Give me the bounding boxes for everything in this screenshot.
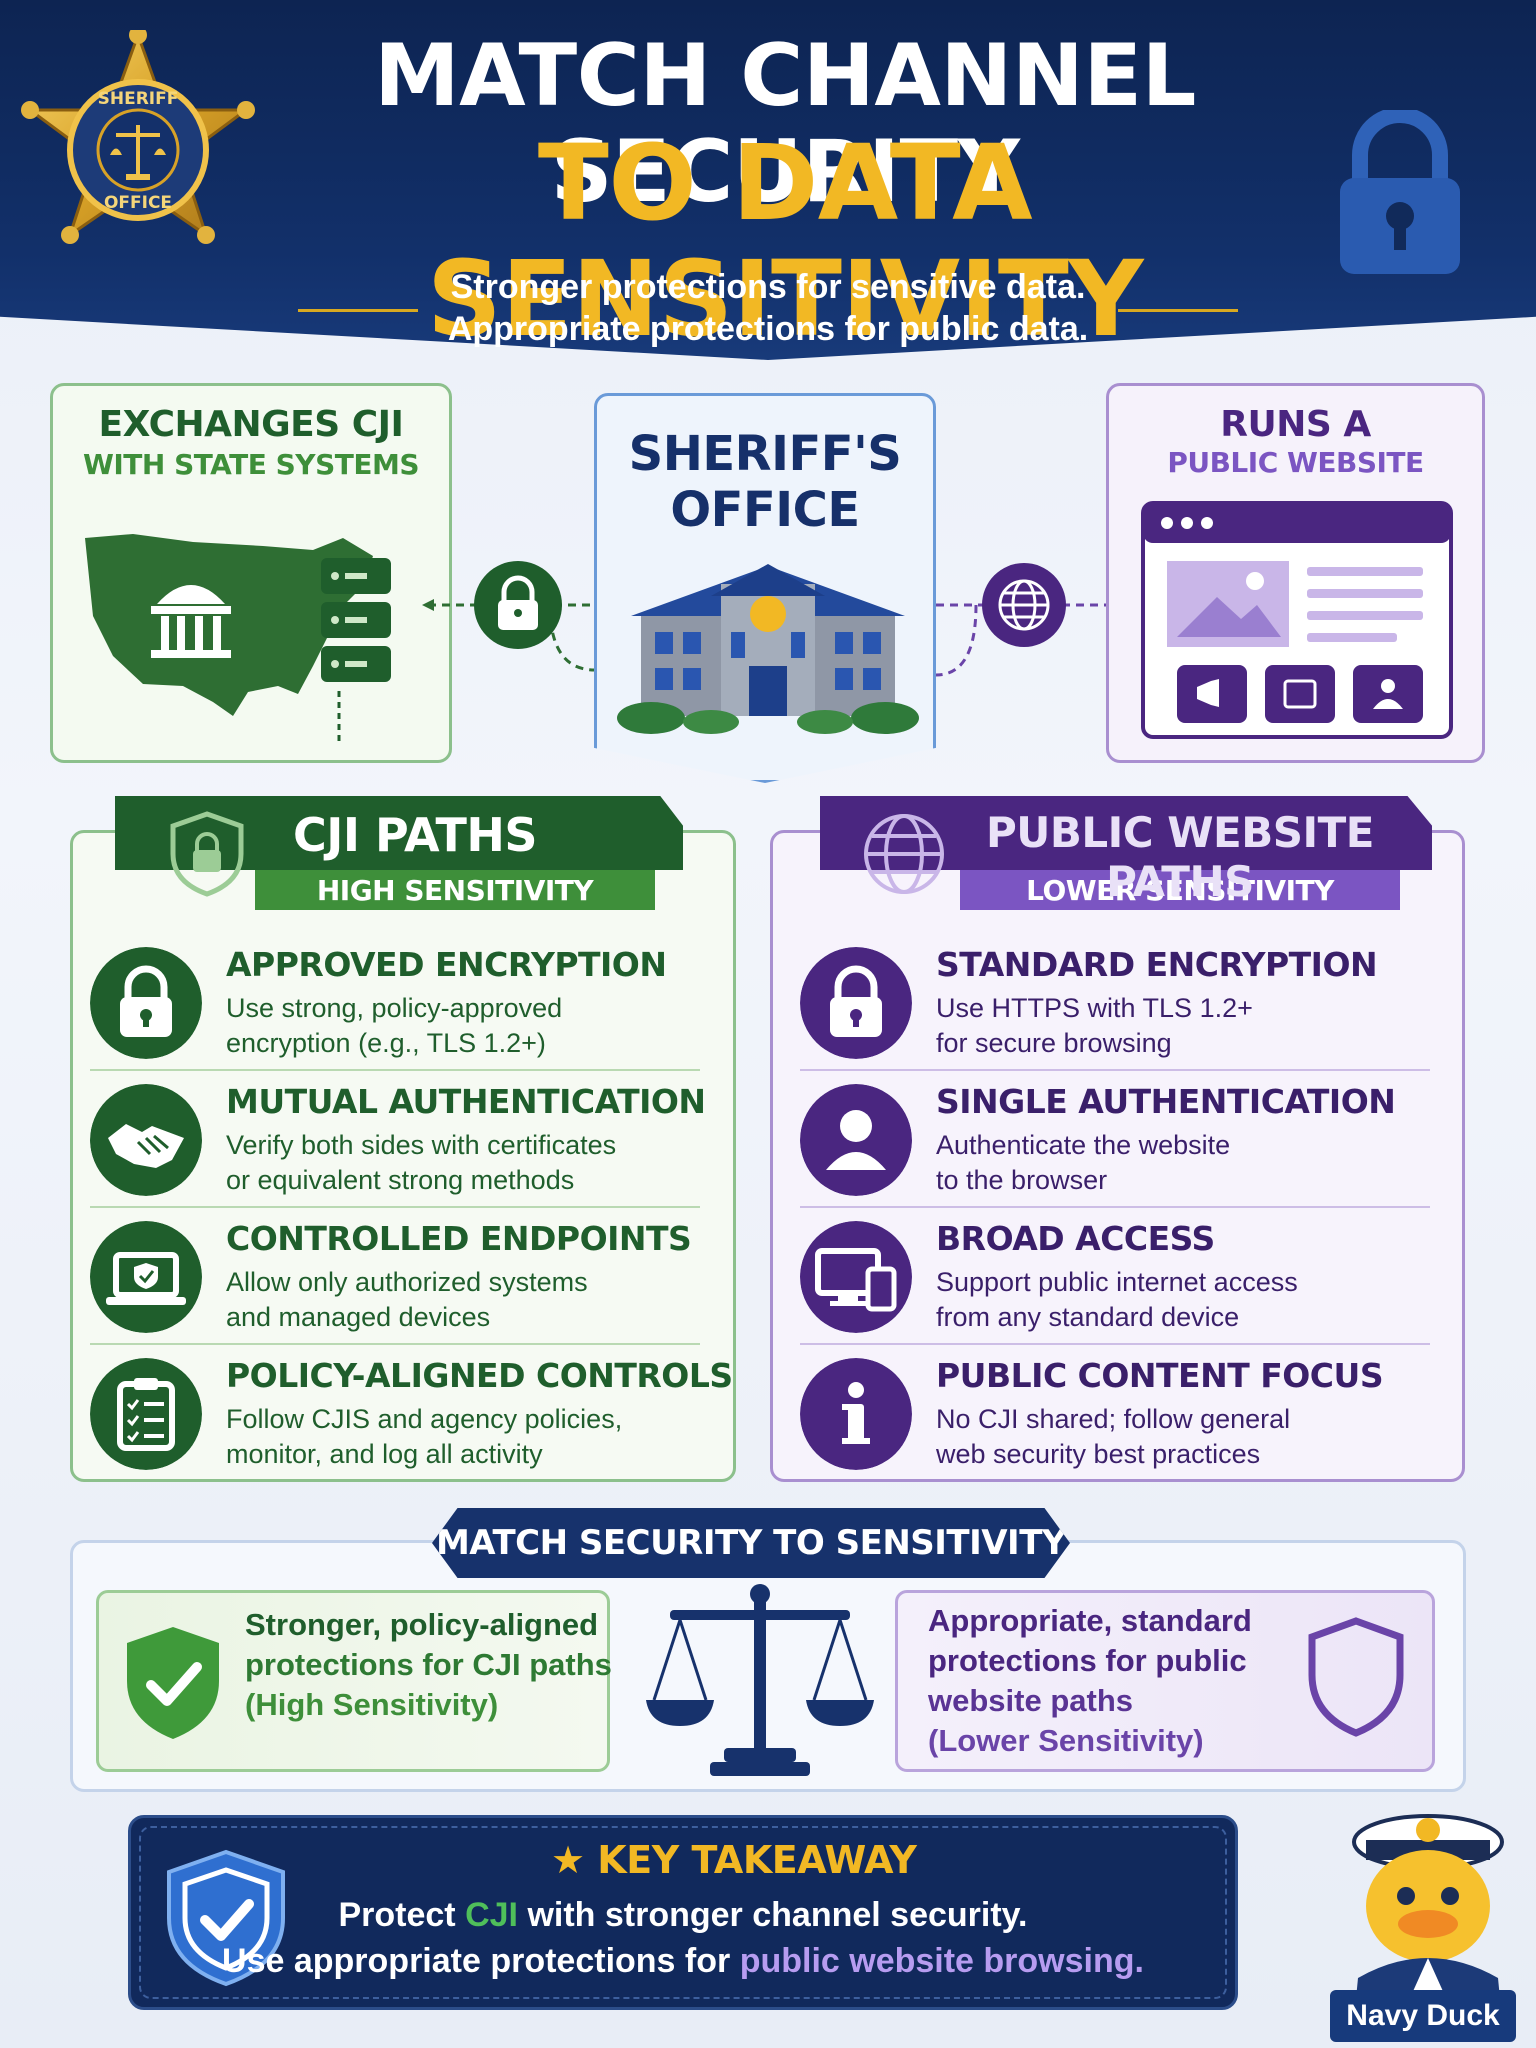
takeaway-title: ★ KEY TAKEAWAY	[551, 1838, 917, 1882]
lock-icon	[800, 947, 912, 1059]
path-item: STANDARD ENCRYPTION Use HTTPS with TLS 1.…	[800, 937, 1440, 1067]
cji-panel-title: CJI PATHS	[292, 808, 538, 862]
shield-check-icon	[167, 1849, 285, 1987]
path-item-title: BROAD ACCESS	[936, 1219, 1215, 1258]
star-icon: ★	[551, 1838, 598, 1882]
divider	[1118, 309, 1238, 312]
summary-line: (High Sensitivity)	[245, 1687, 499, 1722]
path-item-title: SINGLE AUTHENTICATION	[936, 1082, 1396, 1121]
shield-lock-icon	[170, 811, 244, 897]
card-title: RUNS A	[1220, 404, 1371, 445]
public-panel-header: LOWER SENSITIVITY PUBLIC WEBSITE PATHS	[820, 796, 1432, 914]
divider	[90, 1343, 700, 1345]
card-title: EXCHANGES CJI	[98, 404, 404, 445]
devices-icon	[800, 1221, 912, 1333]
path-item: CONTROLLED ENDPOINTS Allow only authorize…	[90, 1211, 710, 1341]
path-item-title: CONTROLLED ENDPOINTS	[226, 1219, 692, 1258]
divider	[800, 1069, 1430, 1071]
summary-line: website paths	[928, 1683, 1133, 1718]
page-title-line2: TO DATA SENSITIVITY	[426, 122, 1144, 360]
path-item: SINGLE AUTHENTICATION Authenticate the we…	[800, 1074, 1440, 1204]
key-takeaway-box: ★ KEY TAKEAWAY Protect CJI with stronger…	[128, 1815, 1238, 2010]
public-website-card: RUNS A PUBLIC WEBSITE	[1106, 383, 1485, 763]
path-item-title: STANDARD ENCRYPTION	[936, 945, 1378, 984]
divider	[800, 1343, 1430, 1345]
info-icon	[800, 1358, 912, 1470]
cji-protection-summary: Stronger, policy-aligned protections for…	[96, 1590, 612, 1772]
divider	[90, 1206, 700, 1208]
sheriff-badge-icon: SHERIFF OFFICE	[21, 30, 255, 244]
path-item: PUBLIC CONTENT FOCUS No CJI shared; follo…	[800, 1348, 1440, 1478]
path-item: APPROVED ENCRYPTION Use strong, policy-ap…	[90, 937, 710, 1067]
page-title-line1: MATCH CHANNEL SECURITY	[374, 26, 1196, 222]
mascot-label: Navy Duck	[1330, 1990, 1516, 2042]
card-title-line2: OFFICE	[670, 482, 860, 538]
cji-panel-header: HIGH SENSITIVITY CJI PATHS	[115, 796, 683, 914]
summary-line: protections for CJI paths	[245, 1647, 612, 1682]
server-rack-icon	[321, 558, 391, 682]
public-protection-summary: Appropriate, standard protections for pu…	[895, 1590, 1435, 1772]
card-subtitle: PUBLIC WEBSITE	[1167, 446, 1424, 479]
subtitle-line1: Stronger protections for sensitive data.	[450, 268, 1086, 306]
laptop-shield-icon	[90, 1221, 202, 1333]
badge-text-top: SHERIFF	[98, 89, 179, 109]
lock-icon	[90, 947, 202, 1059]
sheriffs-office-card: SHERIFF'S OFFICE	[594, 393, 936, 783]
browser-window-icon	[1141, 501, 1453, 739]
shield-check-icon	[127, 1627, 219, 1739]
divider	[298, 309, 418, 312]
shield-outline-icon	[1308, 1617, 1404, 1737]
public-panel-subtitle: LOWER SENSITIVITY	[1026, 874, 1334, 907]
path-item-title: APPROVED ENCRYPTION	[226, 945, 667, 984]
badge-text-bottom: OFFICE	[104, 193, 172, 213]
takeaway-line1: Protect CJI with stronger channel securi…	[338, 1896, 1028, 1934]
summary-line: protections for public	[928, 1643, 1247, 1678]
card-subtitle: WITH STATE SYSTEMS	[82, 448, 420, 481]
path-item-title: MUTUAL AUTHENTICATION	[226, 1082, 706, 1121]
header-banner	[0, 0, 1536, 360]
summary-line: Stronger, policy-aligned	[245, 1607, 599, 1642]
path-item-title: PUBLIC CONTENT FOCUS	[936, 1356, 1384, 1395]
path-item-description: Use HTTPS with TLS 1.2+for secure browsi…	[936, 993, 1253, 1058]
connector-right	[936, 563, 1128, 677]
divider	[90, 1069, 700, 1071]
us-map-icon	[85, 534, 391, 741]
subtitle-line2: Appro​priate protections for public data…	[447, 310, 1089, 348]
lock-icon	[498, 575, 538, 630]
globe-icon	[864, 814, 944, 894]
path-item-description: Follow CJIS and agency policies,monitor,…	[226, 1404, 623, 1469]
summary-line: Appropriate, standard	[928, 1603, 1252, 1638]
globe-icon	[998, 579, 1050, 631]
scales-of-justice-icon	[646, 1584, 874, 1776]
path-item: MUTUAL AUTHENTICATION Verify both sides w…	[90, 1074, 710, 1204]
takeaway-line2: Use appropriate protections for public w…	[222, 1942, 1144, 1980]
building-icon	[617, 564, 919, 734]
path-item: POLICY-ALIGNED CONTROLS Follow CJIS and a…	[90, 1348, 733, 1478]
padlock-icon	[1340, 110, 1460, 274]
connector-left	[422, 561, 596, 672]
match-section-title: MATCH SECURITY TO SENSITIVITY	[432, 1508, 1070, 1578]
divider	[800, 1206, 1430, 1208]
summary-line: (Lower Sensitivity)	[928, 1723, 1204, 1758]
handshake-icon	[90, 1084, 202, 1196]
card-title-line1: SHERIFF'S	[628, 426, 902, 482]
cji-panel-subtitle: HIGH SENSITIVITY	[316, 874, 594, 907]
state-systems-card: EXCHANGES CJI WITH STATE SYSTEMS	[50, 383, 452, 763]
clipboard-checklist-icon	[90, 1358, 202, 1470]
path-item-title: POLICY-ALIGNED CONTROLS	[226, 1356, 733, 1395]
path-item: BROAD ACCESS Support public internet acce…	[800, 1211, 1440, 1341]
user-icon	[800, 1084, 912, 1196]
public-panel-title: PUBLIC WEBSITE PATHS	[986, 808, 1374, 906]
